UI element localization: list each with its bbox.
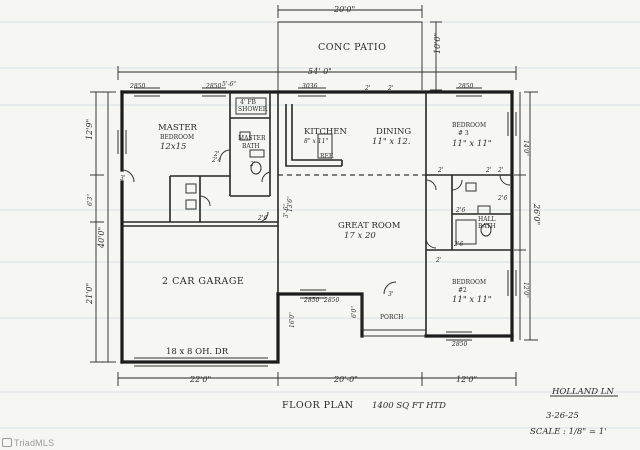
window-marks — [117, 87, 517, 341]
left-mid-dim: 6'3" — [87, 194, 94, 206]
exterior-walls — [120, 90, 514, 364]
bedroom3-num: # 3 — [458, 130, 469, 137]
plan-area: 1400 SQ FT HTD — [372, 401, 446, 411]
door-width-label: 3'-6" — [283, 204, 290, 218]
room-labels: CONC PATIO MASTER BEDROOM 12x15 MASTER B… — [158, 42, 496, 357]
mls-watermark: TriadMLS — [2, 438, 54, 448]
closet-width-dim: 5'-6" — [222, 81, 236, 88]
door-width-label: 2' — [485, 167, 492, 174]
door-width-label: 2' — [249, 161, 256, 168]
garage-name: 2 CAR GARAGE — [162, 276, 244, 287]
great-room-side-dim: 13'6" — [287, 196, 294, 212]
master-bath-label: MASTER — [238, 135, 266, 142]
left-total-dim: 40'0" — [97, 227, 106, 249]
triadmls-logo-icon — [2, 438, 12, 447]
patio-depth-dim: 10'0" — [433, 33, 442, 54]
bottom-right-dim: 12'0" — [456, 375, 477, 384]
door-width-label: 3' — [388, 291, 394, 298]
hall-bath-label: BATH — [478, 223, 496, 230]
dimension-labels: 20'0" 10'0" 54'-0" 5'-6" 12'9" 6'3" 40'0… — [85, 5, 541, 384]
door-swings — [121, 149, 511, 295]
right-lower-dim: 12'0" — [522, 282, 529, 298]
master-bedroom-name: MASTER — [158, 123, 198, 133]
porch-side-dim: 16'0" — [289, 312, 296, 328]
left-lower-dim: 21'0" — [85, 283, 94, 305]
plan-title: FLOOR PLAN — [282, 400, 354, 411]
owner-label: HOLLAND LN — [551, 387, 614, 397]
door-width-label: 2' — [435, 257, 442, 264]
window-label: 2850 — [129, 83, 145, 90]
dimension-lines — [90, 5, 538, 386]
door-width-label: 2'6 — [455, 207, 465, 214]
window-label: 2850 — [457, 83, 473, 90]
shower-label: 4' FB — [240, 99, 257, 106]
fixtures — [185, 97, 492, 245]
door-width-label: 2' — [437, 167, 444, 174]
door-width-label: 2' — [497, 167, 504, 174]
master-bath-label: BATH — [242, 143, 260, 150]
interior-walls — [122, 92, 512, 336]
overall-width-dim: 54'-0" — [308, 67, 332, 76]
bedroom3-name: BEDROOM — [452, 122, 486, 129]
door-width-label: 2'6 — [453, 241, 463, 248]
bedroom2-name: BEDROOM — [452, 279, 486, 286]
door-width-label: 2'6 — [497, 195, 507, 202]
master-bedroom-sub: BEDROOM — [160, 134, 194, 141]
kitchen-size: 8" x 11" — [304, 138, 328, 145]
patio-width-dim: 20'0" — [333, 5, 355, 14]
master-bedroom-size: 12x15 — [160, 142, 186, 152]
patio-label: CONC PATIO — [318, 42, 386, 53]
plan-scale: SCALE : 1/8" = 1' — [530, 427, 606, 437]
door-width-label: 2' — [387, 85, 394, 92]
paper-ruling — [0, 21, 640, 429]
window-label: 2850 — [451, 341, 467, 348]
right-total-dim: 26'0" — [532, 203, 541, 225]
title-block: FLOOR PLAN 1400 SQ FT HTD HOLLAND LN 3-2… — [282, 387, 618, 437]
bottom-left-dim: 22'0" — [189, 375, 211, 384]
porch-label: PORCH — [380, 314, 403, 321]
dining-name: DINING — [376, 127, 411, 137]
great-room-name: GREAT ROOM — [338, 221, 401, 231]
window-label: 3036 — [302, 83, 317, 90]
great-room-size: 17 x 20 — [344, 231, 376, 241]
kitchen-name: KITCHEN — [304, 127, 347, 137]
window-label: 2850 — [303, 297, 319, 304]
garage-door-label: 18 x 8 OH. DR — [166, 347, 229, 357]
window-label: 2850 — [205, 83, 221, 90]
plan-date: 3-26-25 — [546, 411, 579, 421]
watermark-text: TriadMLS — [14, 438, 55, 448]
fridge-label: REF. — [320, 153, 334, 160]
bedroom2-size: 11" x 11" — [452, 295, 492, 305]
door-width-label: 2' — [364, 85, 371, 92]
door-width-label: 2'6 — [257, 215, 267, 222]
bedroom2-num: #2 — [458, 287, 467, 294]
window-label: 2850 — [323, 297, 339, 304]
bedroom3-size: 11" x 11" — [452, 139, 492, 149]
dining-size: 11" x 12. — [372, 137, 410, 147]
door-width-label: 3' — [120, 175, 126, 182]
bottom-mid-dim: 20'-0" — [333, 375, 358, 384]
garage-door — [134, 357, 268, 367]
shower-label: SHOWER — [238, 106, 268, 113]
porch-depth-dim: 6'0" — [351, 306, 358, 318]
left-upper-dim: 12'9" — [85, 119, 94, 140]
hall-bath-label: HALL — [478, 216, 496, 223]
door-width-label: 2' — [213, 151, 220, 158]
right-upper-dim: 14'0" — [522, 140, 529, 156]
door-width-label: 2'4 — [211, 157, 221, 164]
